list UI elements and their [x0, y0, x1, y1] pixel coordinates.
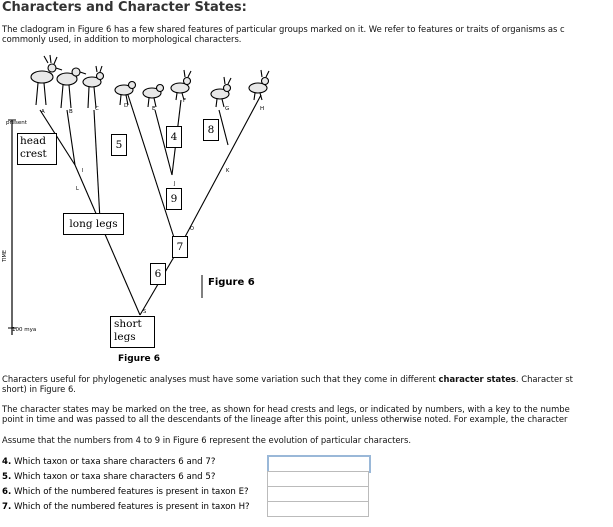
mya-label: 100 mya	[12, 327, 36, 333]
question-4-answer-input[interactable]	[267, 455, 371, 473]
node-label-s: S	[143, 309, 146, 315]
bird-g-icon	[210, 76, 232, 108]
cladogram-figure: present 100 mya TIME	[2, 54, 270, 364]
head-crest-line-1: head	[20, 135, 46, 147]
question-4: 4. Which taxon or taxa share characters …	[2, 457, 216, 467]
head-crest-line-2: crest	[20, 148, 47, 160]
paragraph-1-line-2: short) in Figure 6.	[2, 384, 76, 394]
figure-caption: Figure 6	[118, 354, 160, 364]
time-label: TIME	[2, 250, 8, 263]
trait-box-8: 8	[203, 119, 219, 141]
question-6: 6. Which of the numbered features is pre…	[2, 487, 249, 497]
question-7-answer-input[interactable]	[267, 501, 369, 517]
question-6-answer-input[interactable]	[267, 486, 369, 502]
trait-box-7: 7	[172, 236, 188, 258]
bird-b-icon	[56, 67, 87, 109]
bird-h-icon	[248, 69, 270, 101]
short-legs-line-1: short	[114, 318, 142, 330]
node-label-j: J	[173, 181, 175, 187]
paragraph-2-line-1: The character states may be marked on th…	[2, 404, 570, 414]
intro-line-1: The cladogram in Figure 6 has a few shar…	[2, 24, 565, 34]
node-label-l: L	[76, 186, 79, 192]
node-label-k: K	[226, 168, 230, 174]
trait-box-9: 9	[166, 188, 182, 210]
trait-box-6: 6	[150, 263, 166, 285]
question-5-answer-input[interactable]	[267, 471, 369, 487]
taxon-label-h: H	[260, 106, 264, 112]
present-label: present	[6, 120, 28, 126]
taxon-label-e: E	[152, 106, 156, 112]
question-5: 5. Which taxon or taxa share characters …	[2, 472, 216, 482]
taxon-label-b: B	[69, 109, 73, 115]
taxa-birds	[30, 54, 270, 109]
paragraph-2-line-2: point in time and was passed to all the …	[2, 414, 568, 424]
trait-box-4: 4	[166, 126, 182, 148]
trait-box-long-legs: long legs	[63, 213, 124, 235]
taxon-label-g: G	[225, 106, 229, 112]
trait-box-5: 5	[111, 134, 127, 156]
trait-box-head-crest: head crest	[17, 133, 57, 165]
intro-line-2: commonly used, in addition to morphologi…	[2, 34, 242, 44]
bird-d-icon	[114, 80, 137, 106]
trait-box-short-legs: short legs	[110, 316, 155, 348]
bird-a-icon	[30, 54, 63, 106]
paragraph-3: Assume that the numbers from 4 to 9 in F…	[2, 435, 411, 445]
node-label-o: O	[190, 226, 194, 232]
taxon-label-c: C	[95, 106, 99, 112]
taxon-label-a: A	[41, 109, 45, 115]
bird-c-icon	[82, 65, 105, 109]
bird-e-icon	[142, 83, 165, 108]
figure-side-caption: Figure 6	[208, 277, 255, 288]
page-title: Characters and Character States:	[2, 0, 247, 15]
character-states-term: character states	[438, 374, 516, 384]
taxon-label-f: F	[183, 98, 186, 104]
node-label-i: I	[82, 168, 83, 174]
taxon-label-d: D	[124, 103, 128, 109]
short-legs-line-2: legs	[114, 331, 136, 343]
question-7: 7. Which of the numbered features is pre…	[2, 502, 250, 512]
paragraph-1-line-1: Characters useful for phylogenetic analy…	[2, 374, 573, 384]
bird-f-icon	[170, 69, 192, 101]
taxon-labels: A B C D E F G H	[41, 98, 264, 115]
node-labels: L I S J O K	[76, 168, 230, 315]
